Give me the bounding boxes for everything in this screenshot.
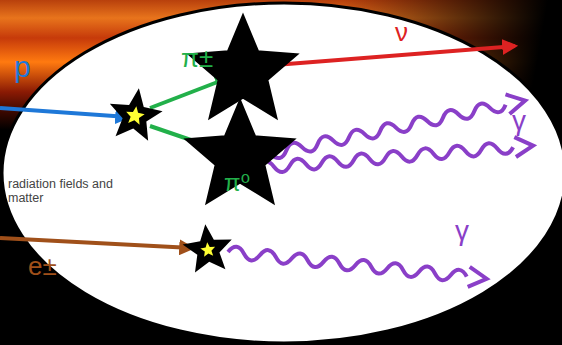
decay-star (227, 143, 254, 168)
particle-label: ν (395, 18, 408, 47)
interaction-star (105, 85, 165, 143)
particle-label: π± (181, 44, 213, 73)
region-ellipse (2, 3, 562, 343)
interaction-star (181, 222, 235, 274)
photon-wave (253, 91, 527, 167)
particle-label: γ (455, 216, 469, 247)
particle-label: γ (512, 106, 526, 137)
particle-label: π⁰ (224, 170, 250, 196)
neutrino-arrow (262, 46, 515, 66)
particle-label: p (14, 50, 31, 83)
proton-arrow (0, 108, 128, 117)
electron-arrow (0, 238, 192, 248)
region-note: radiation fields and matter (8, 178, 120, 206)
particle-label: e± (28, 252, 57, 281)
decay-star (230, 58, 257, 83)
photon-wave (227, 242, 488, 289)
photon-wave (257, 136, 534, 178)
